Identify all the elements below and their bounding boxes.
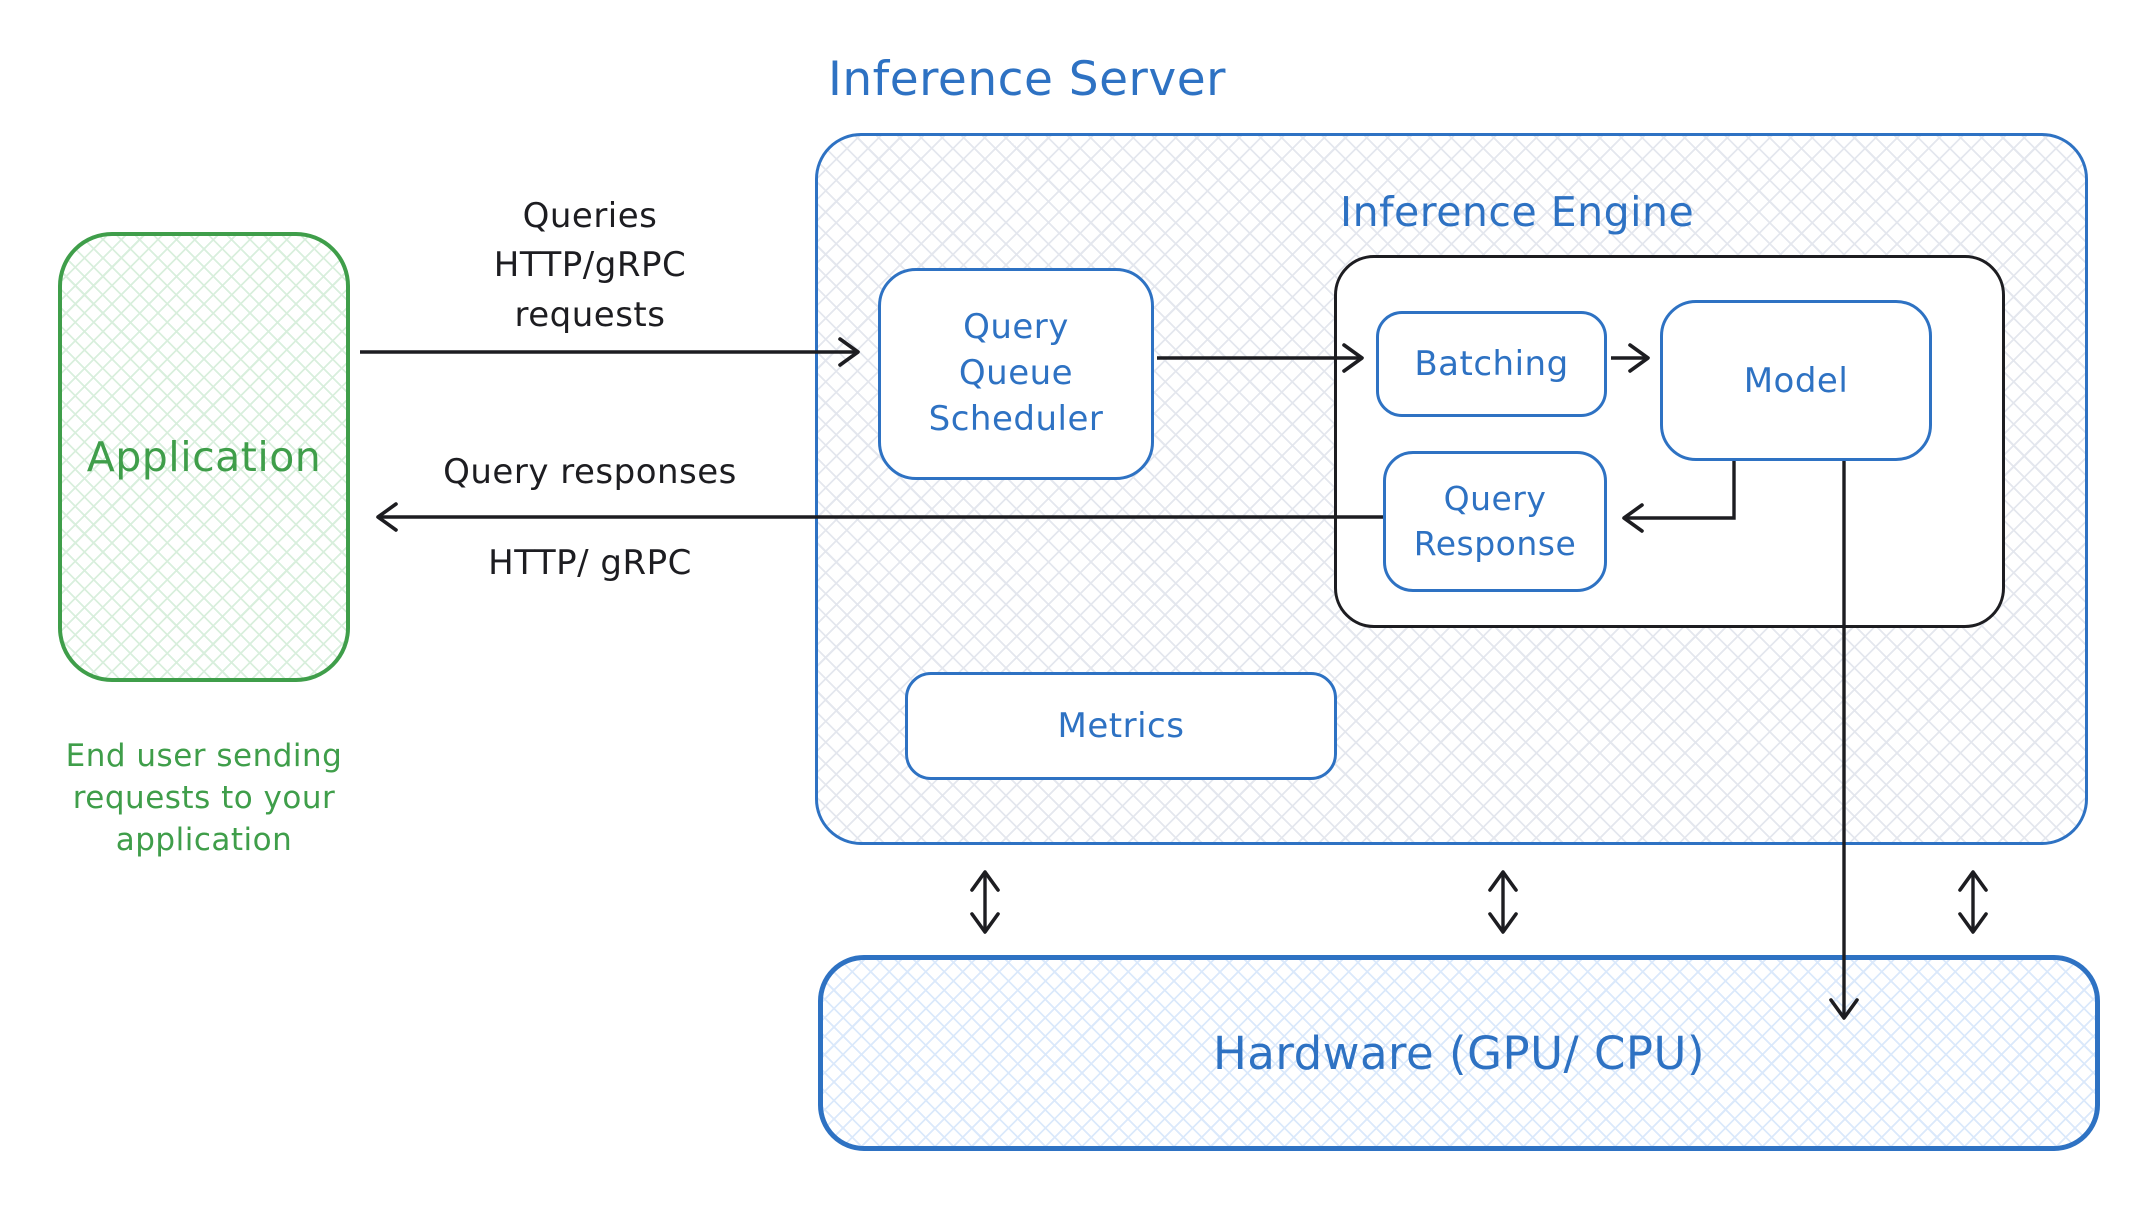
response-arrow-label-bottom: HTTP/ gRPC bbox=[488, 543, 692, 583]
batching-box: Batching bbox=[1376, 311, 1607, 417]
inference-server-title: Inference Server bbox=[828, 52, 1226, 107]
query-response-box: Query Response bbox=[1383, 451, 1607, 592]
query-queue-scheduler-box: Query Queue Scheduler bbox=[878, 268, 1154, 480]
model-box: Model bbox=[1660, 300, 1932, 461]
inference-engine-title: Inference Engine bbox=[1340, 188, 1695, 236]
request-arrow-label: Queries HTTP/gRPC requests bbox=[493, 196, 687, 335]
application-caption: End user sending requests to your applic… bbox=[65, 738, 343, 858]
hardware-box: Hardware (GPU/ CPU) bbox=[818, 955, 2100, 1151]
hardware-label: Hardware (GPU/ CPU) bbox=[1212, 1026, 1706, 1080]
application-box: Application bbox=[58, 232, 350, 682]
response-arrow-label-top: Query responses bbox=[443, 452, 737, 492]
metrics-box: Metrics bbox=[905, 672, 1337, 780]
application-label: Application bbox=[86, 433, 322, 481]
